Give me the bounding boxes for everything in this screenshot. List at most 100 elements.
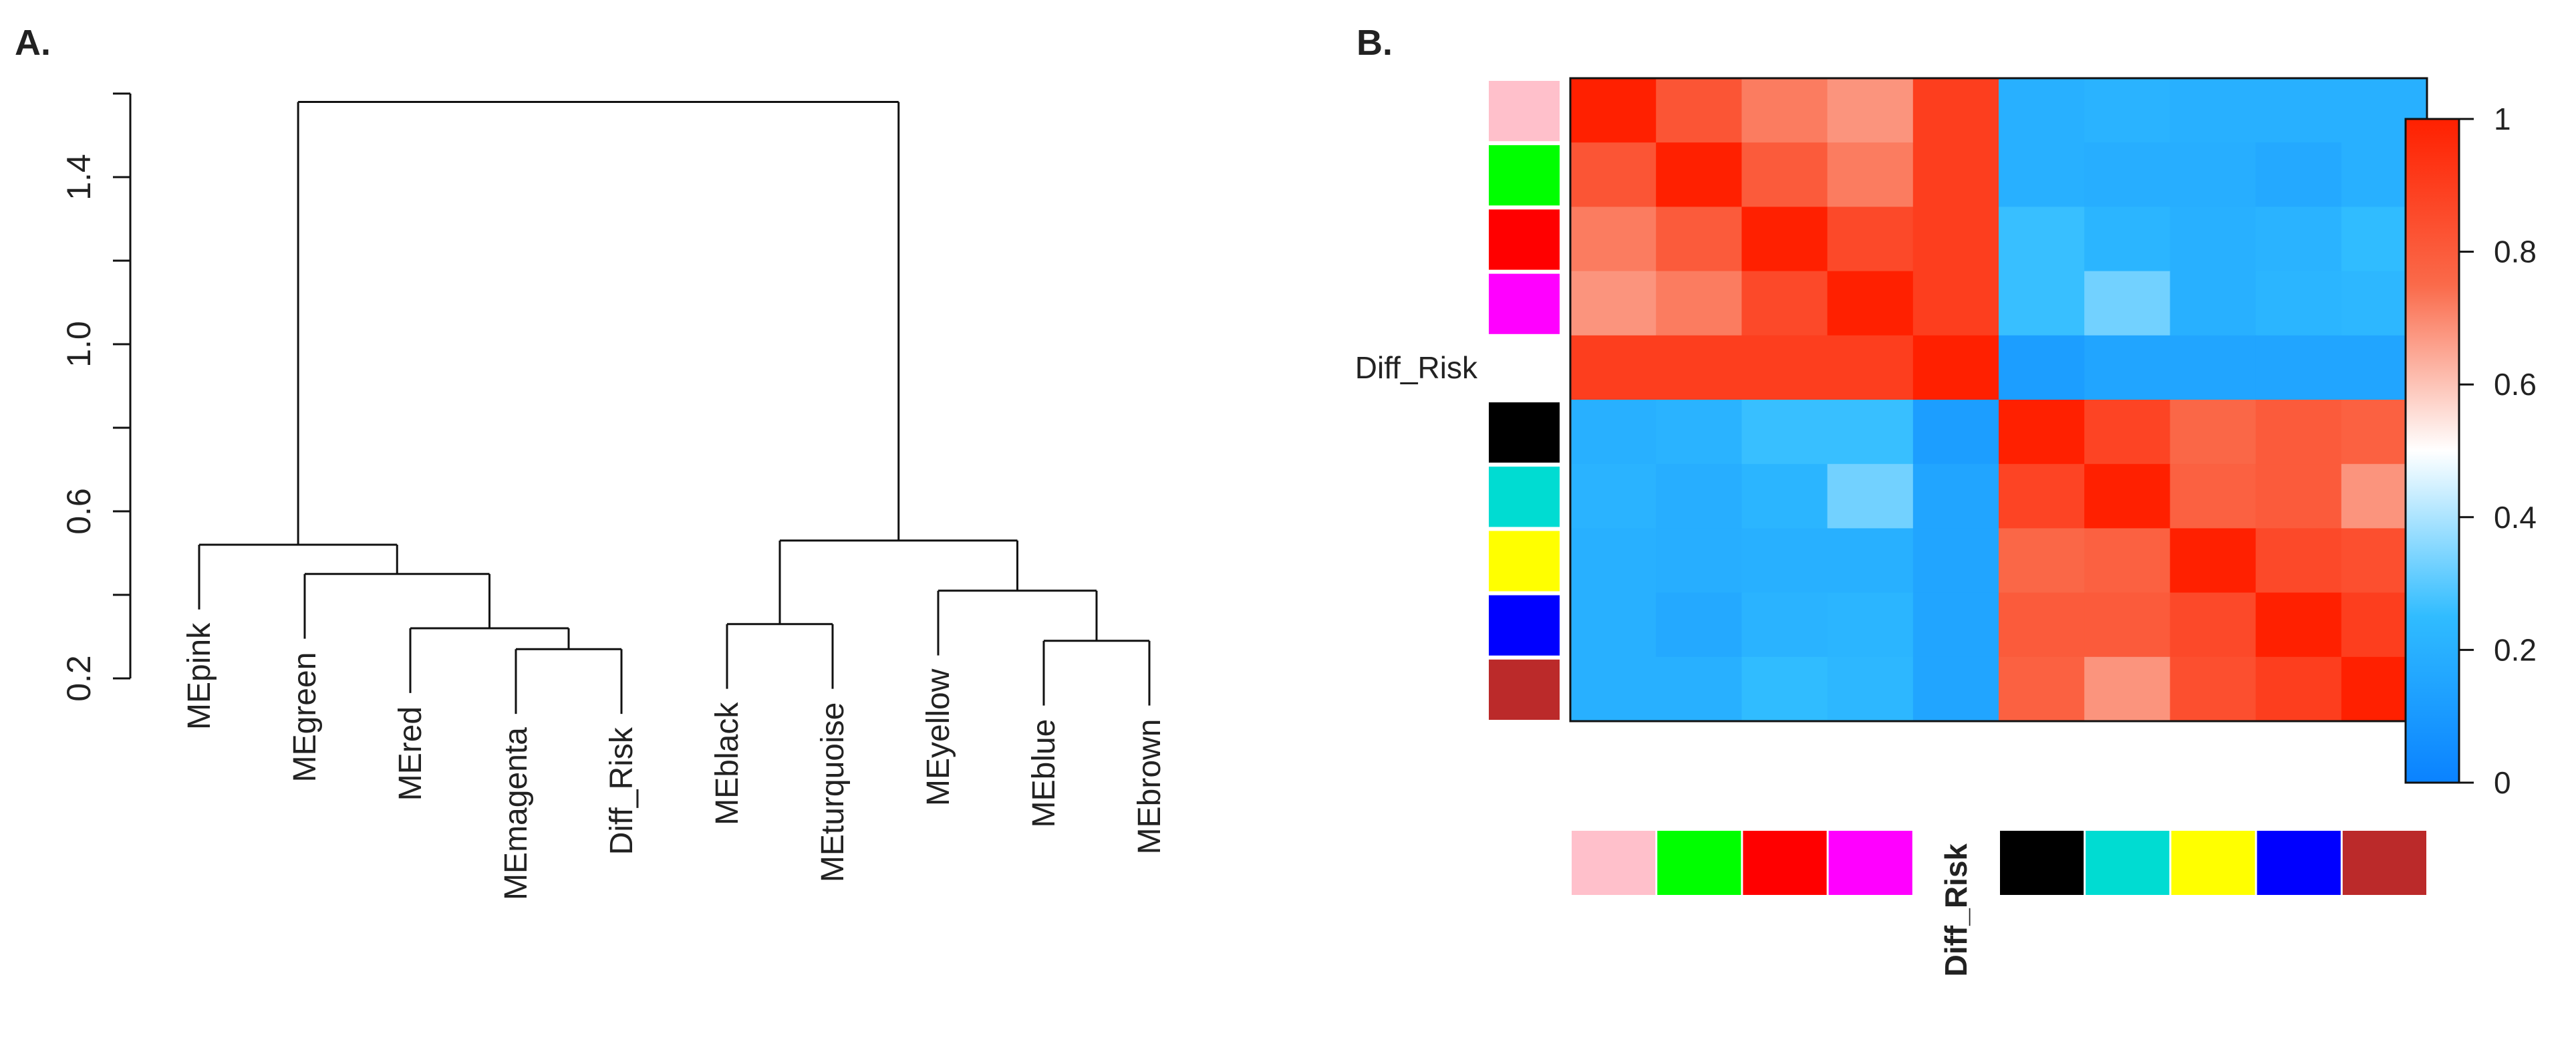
dendrogram-leaf-label: MEpink bbox=[182, 622, 217, 730]
row-color-marker bbox=[1489, 659, 1560, 720]
column-color-marker bbox=[2000, 831, 2084, 895]
heatmap-cell bbox=[2255, 271, 2342, 336]
row-color-marker bbox=[1489, 145, 1560, 206]
row-color-marker bbox=[1489, 81, 1560, 142]
heatmap-row-color-markers bbox=[1489, 81, 1560, 720]
column-color-marker bbox=[2171, 831, 2255, 895]
heatmap-cell bbox=[1912, 400, 1999, 465]
heatmap-cell bbox=[2170, 78, 2257, 143]
row-color-marker bbox=[1489, 595, 1560, 656]
heatmap-cell bbox=[2255, 464, 2342, 529]
heatmap-cell bbox=[2170, 207, 2257, 272]
dendrogram-leaf-label: MEmagenta bbox=[498, 727, 534, 900]
heatmap-cell bbox=[1741, 592, 1828, 658]
heatmap-cell bbox=[2170, 142, 2257, 207]
colorbar-tick-label: 1 bbox=[2494, 102, 2511, 136]
row-color-marker bbox=[1489, 467, 1560, 527]
heatmap-cell bbox=[1570, 464, 1657, 529]
heatmap-cell bbox=[1999, 592, 2085, 658]
panel-a-label: A. bbox=[15, 23, 51, 63]
heatmap-cell bbox=[1656, 335, 1742, 400]
column-color-marker bbox=[1743, 831, 1827, 895]
heatmap-cell bbox=[2170, 271, 2257, 336]
heatmap-column-label: Diff_Risk bbox=[1939, 843, 1973, 977]
heatmap-cell bbox=[1827, 656, 1914, 722]
heatmap-cell bbox=[1570, 528, 1657, 594]
heatmap-cell bbox=[1741, 142, 1828, 207]
y-tick-label: 1.4 bbox=[60, 154, 98, 201]
column-color-marker bbox=[2257, 831, 2341, 895]
heatmap-cell bbox=[1827, 592, 1914, 658]
heatmap-cell bbox=[1999, 335, 2085, 400]
heatmap-cell bbox=[1570, 207, 1657, 272]
heatmap-cell bbox=[1912, 271, 1999, 336]
heatmap-cell bbox=[1570, 78, 1657, 143]
heatmap-cell bbox=[1999, 271, 2085, 336]
heatmap-cell bbox=[2255, 528, 2342, 594]
heatmap-cell bbox=[2170, 335, 2257, 400]
column-color-marker bbox=[1572, 831, 1656, 895]
column-color-marker bbox=[1828, 831, 1912, 895]
heatmap-cell bbox=[1912, 142, 1999, 207]
row-color-marker bbox=[1489, 273, 1560, 334]
dendrogram-leaf-label: MEturquoise bbox=[815, 702, 851, 882]
dendrogram-y-axis: 0.20.61.01.4 bbox=[60, 92, 132, 702]
row-color-marker bbox=[1489, 209, 1560, 270]
heatmap-cell bbox=[1741, 656, 1828, 722]
heatmap-cell bbox=[1656, 528, 1742, 594]
heatmap-cell bbox=[2084, 142, 2170, 207]
row-color-marker bbox=[1489, 402, 1560, 463]
dendrogram-leaf-label: Diff_Risk bbox=[604, 727, 639, 855]
heatmap-cell bbox=[1912, 78, 1999, 143]
heatmap-cell bbox=[2084, 335, 2170, 400]
heatmap-cell bbox=[1570, 400, 1657, 465]
heatmap-cell bbox=[2255, 335, 2342, 400]
heatmap-cell bbox=[2170, 528, 2257, 594]
heatmap-cell bbox=[1827, 528, 1914, 594]
heatmap-cell bbox=[2170, 592, 2257, 658]
heatmap-cell bbox=[1827, 464, 1914, 529]
heatmap-cell bbox=[2084, 78, 2170, 143]
heatmap-cell bbox=[1741, 207, 1828, 272]
column-color-marker bbox=[2342, 831, 2426, 895]
heatmap-cell bbox=[1827, 78, 1914, 143]
heatmap-cell bbox=[2170, 464, 2257, 529]
heatmap-cell bbox=[1570, 592, 1657, 658]
heatmap-cell bbox=[1656, 400, 1742, 465]
colorbar-tick-label: 0.2 bbox=[2494, 632, 2537, 667]
heatmap-cell bbox=[1741, 335, 1828, 400]
heatmap-colorbar: 00.20.40.60.81 bbox=[2404, 102, 2537, 800]
heatmap-cells bbox=[1569, 77, 2428, 723]
colorbar-tick-label: 0.4 bbox=[2494, 500, 2537, 535]
panel-b-label: B. bbox=[1356, 23, 1393, 63]
heatmap-cell bbox=[1570, 271, 1657, 336]
heatmap-cell bbox=[1999, 207, 2085, 272]
y-tick-label: 0.2 bbox=[60, 655, 98, 702]
heatmap-cell bbox=[2084, 271, 2170, 336]
column-color-marker bbox=[2086, 831, 2170, 895]
heatmap-cell bbox=[1741, 78, 1828, 143]
heatmap-cell bbox=[1570, 142, 1657, 207]
heatmap-cell bbox=[1656, 207, 1742, 272]
heatmap-cell bbox=[1912, 528, 1999, 594]
heatmap-cell bbox=[1827, 335, 1914, 400]
heatmap-cell bbox=[1999, 528, 2085, 594]
heatmap-cell bbox=[1656, 78, 1742, 143]
heatmap-cell bbox=[1656, 464, 1742, 529]
heatmap-cell bbox=[1741, 400, 1828, 465]
heatmap-cell bbox=[2084, 464, 2170, 529]
heatmap-cell bbox=[1827, 400, 1914, 465]
heatmap-cell bbox=[2084, 528, 2170, 594]
y-tick-label: 1.0 bbox=[60, 321, 98, 368]
dendrogram-leaf-label: MEblue bbox=[1026, 719, 1062, 828]
dendrogram-leaf-label: MEyellow bbox=[921, 668, 956, 806]
heatmap-cell bbox=[1912, 207, 1999, 272]
heatmap-cell bbox=[1912, 592, 1999, 658]
heatmap-column-color-markers bbox=[1572, 831, 2426, 895]
heatmap-cell bbox=[1912, 335, 1999, 400]
heatmap-cell bbox=[1570, 335, 1657, 400]
